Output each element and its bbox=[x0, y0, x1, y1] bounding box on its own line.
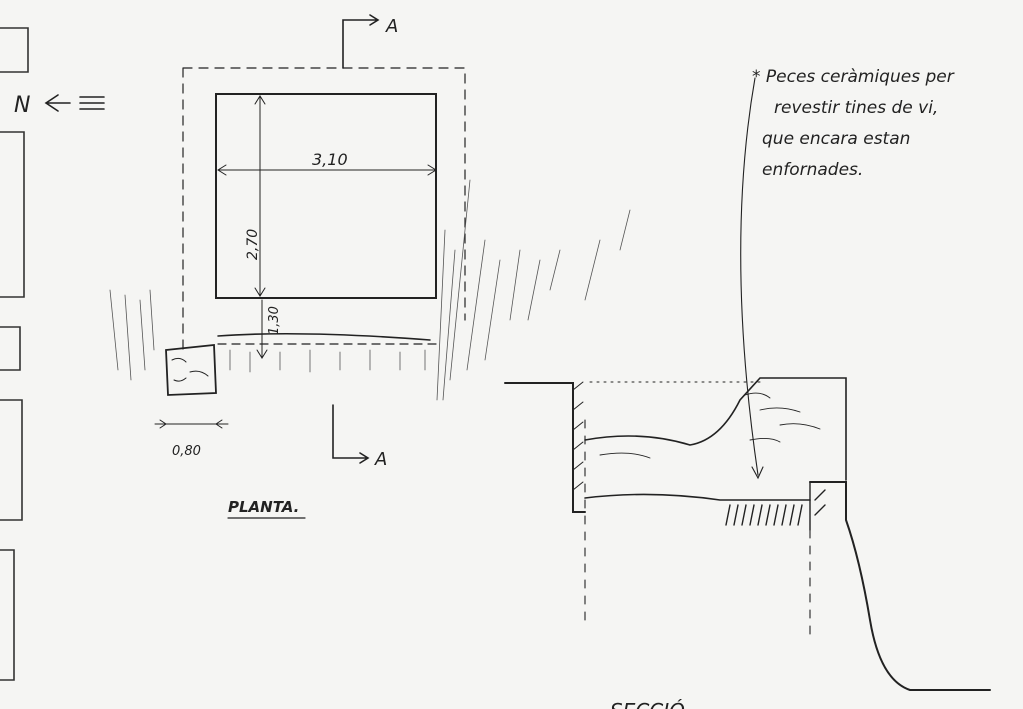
annotation-line: enfornades. bbox=[762, 160, 864, 180]
section-arrow-top bbox=[342, 14, 380, 69]
margin-boxes bbox=[0, 27, 29, 681]
section-arrow-bottom bbox=[332, 404, 370, 464]
dimension-width: 3,10 bbox=[312, 150, 348, 169]
section-label-bottom: A bbox=[374, 449, 387, 470]
annotation-note: * Peces ceràmiques per revestir tines de… bbox=[752, 62, 1012, 186]
section-label-top: A bbox=[385, 16, 398, 37]
annotation-line: que encara estan bbox=[762, 129, 911, 149]
dimension-gap: 1,30 bbox=[267, 306, 282, 335]
plan-title: PLANTA. bbox=[228, 498, 299, 516]
north-arrow-icon bbox=[44, 94, 105, 112]
excavation-boundary bbox=[182, 67, 466, 356]
annotation-line: * Peces ceràmiques per bbox=[752, 67, 954, 87]
kiln-plan bbox=[215, 93, 437, 299]
section-drawing bbox=[504, 77, 991, 691]
wall-block bbox=[165, 344, 217, 396]
dimension-wall: 0,80 bbox=[172, 444, 201, 459]
north-label: N bbox=[14, 93, 30, 118]
vegetation-hatching bbox=[109, 179, 631, 401]
dimension-depth: 2,70 bbox=[245, 229, 261, 260]
section-title: SECCIÓ bbox=[610, 699, 685, 709]
annotation-line: revestir tines de vi, bbox=[774, 98, 939, 118]
annotation-leader bbox=[740, 77, 764, 480]
